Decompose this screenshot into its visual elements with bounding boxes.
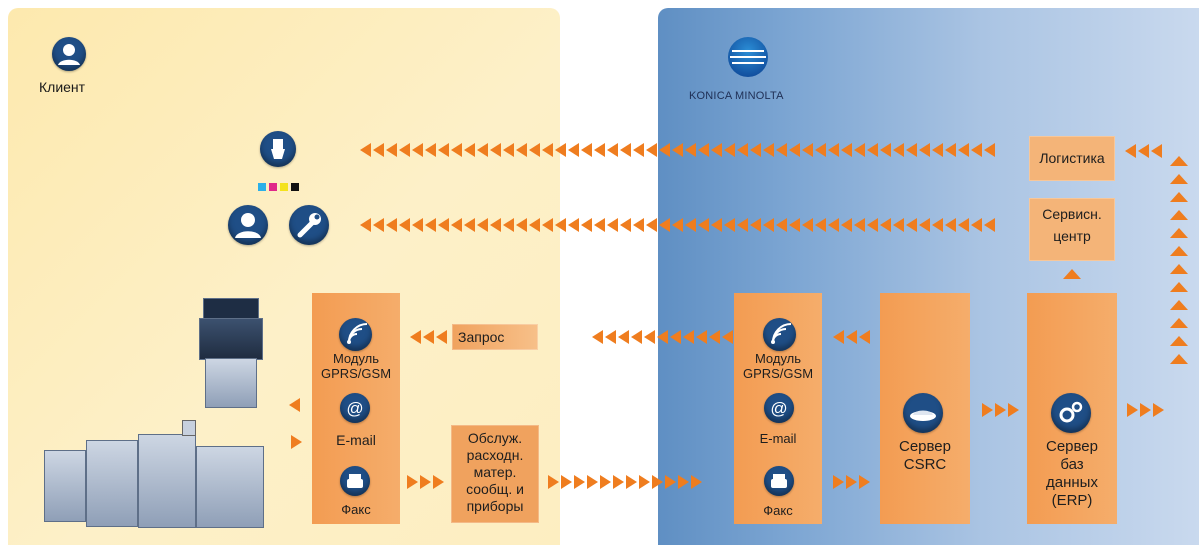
fax-icon	[340, 466, 370, 496]
erp-out-arrows	[1127, 403, 1164, 417]
server-icon	[903, 393, 943, 433]
konica-minolta-logo	[728, 37, 768, 77]
csrc-to-module-arrows	[833, 330, 870, 344]
logistics-arrow-row	[360, 143, 995, 157]
svg-text:@: @	[346, 399, 363, 418]
client-email-label: E-mail	[336, 432, 376, 448]
erp-line-4: (ERP)	[1051, 492, 1093, 509]
svg-text:@: @	[770, 399, 787, 418]
service-center-line-2: центр	[1053, 228, 1091, 244]
to-printer-arrow	[289, 398, 300, 412]
ink-colors	[258, 183, 299, 191]
consumables-arrow-row	[548, 475, 702, 489]
service-center-line-1: Сервисн.	[1042, 206, 1102, 222]
erp-line-1: Сервер	[1045, 438, 1098, 455]
client-fax-label: Факс	[341, 502, 371, 517]
request-arrows	[410, 330, 447, 344]
client-module-label: Модуль GPRS/GSM	[320, 351, 392, 381]
csrc-line-2: CSRC	[903, 456, 947, 473]
production-printer-image	[44, 420, 266, 528]
consumables-line-1: Обслуж.	[467, 430, 523, 446]
consumables-in-arrows	[407, 475, 444, 489]
fax-icon	[764, 466, 794, 496]
csrc-to-erp-arrows	[982, 403, 1019, 417]
km-module-label: Модуль GPRS/GSM	[742, 351, 814, 381]
request-box: Запрос	[452, 324, 538, 350]
email-icon: @	[764, 393, 794, 423]
erp-server-label: Сервер баз данных (ERP)	[1027, 438, 1117, 510]
erp-line-2: баз	[1060, 456, 1084, 473]
km-fax-label: Факс	[763, 503, 793, 518]
consumables-line-5: приборы	[466, 498, 524, 514]
brand-name: KONICA MINOLTA	[689, 90, 784, 102]
consumables-box: Обслуж. расходн. матер. сообщ. и приборы	[451, 425, 539, 523]
consumables-line-3: матер.	[473, 464, 517, 480]
wireless-icon	[763, 318, 796, 351]
erp-line-3: данных	[1046, 474, 1098, 491]
consumables-line-2: расходн.	[466, 447, 524, 463]
csrc-server-label: Сервер CSRC	[880, 438, 970, 474]
logistics-in-arrows	[1125, 144, 1162, 158]
wireless-icon	[339, 318, 372, 351]
km-email-label: E-mail	[759, 431, 797, 446]
gears-icon	[1051, 393, 1091, 433]
toner-icon	[260, 131, 296, 167]
user-icon	[52, 37, 86, 71]
consumables-line-4: сообщ. и	[466, 481, 524, 497]
wrench-icon	[289, 205, 329, 245]
from-printer-arrow	[291, 435, 302, 449]
email-icon: @	[340, 393, 370, 423]
up-arrow-column	[1170, 156, 1188, 364]
module-to-csrc-arrows	[833, 475, 870, 489]
mfp-printer-image	[199, 298, 263, 408]
service-arrow-row	[360, 218, 995, 232]
service-person-icon	[228, 205, 268, 245]
erp-to-service-arrow	[1063, 269, 1081, 279]
client-label: Клиент	[39, 79, 86, 95]
logistics-box: Логистика	[1029, 136, 1115, 181]
csrc-line-1: Сервер	[898, 438, 951, 455]
service-center-box: Сервисн. центр	[1029, 198, 1115, 261]
request-arrow-row	[592, 330, 746, 344]
